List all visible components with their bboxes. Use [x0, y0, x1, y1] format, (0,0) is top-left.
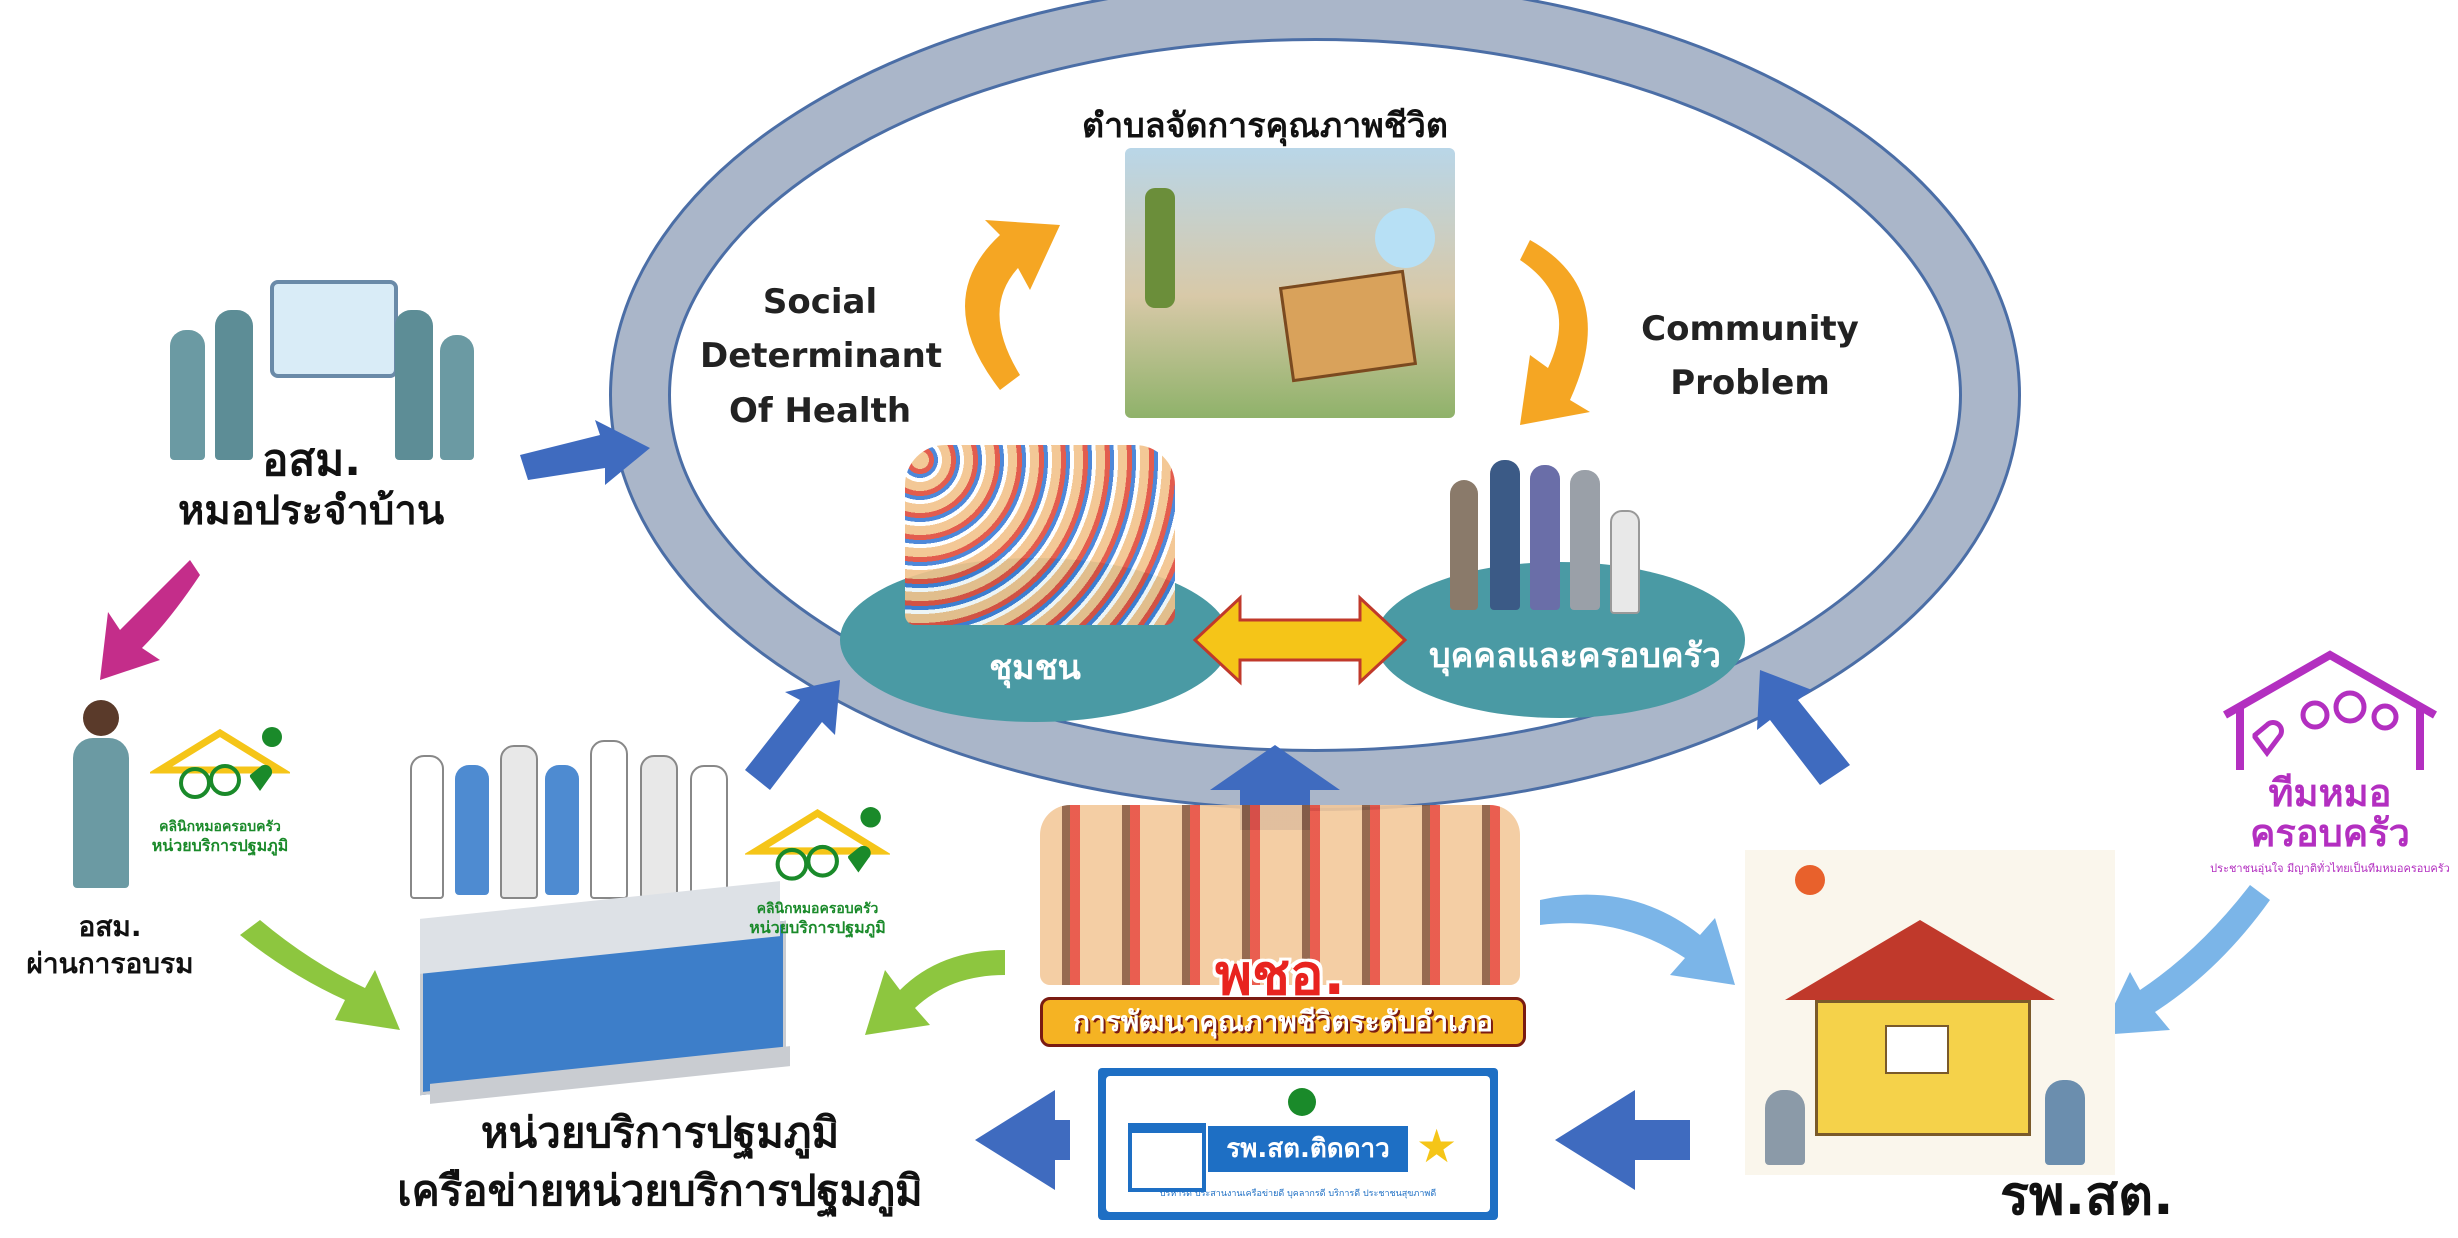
orange-arrow-right [1520, 240, 1590, 425]
trained-osm-line2: ผ่านการอบรม [26, 947, 194, 980]
left-logo-line2: หน่วยบริการปฐมภูมิ [151, 835, 289, 855]
social-determinant-line2: Determinant [700, 336, 943, 377]
hospital-illustration [1745, 850, 2115, 1175]
community-problem-label: Community Problem [1630, 302, 1870, 411]
pcu-staff-illustration [400, 735, 740, 905]
medical-team-illustration [160, 270, 480, 470]
team-house-icon [2223, 650, 2437, 770]
clinic-house-icon [147, 727, 293, 799]
star-clinic-sign: รพ.สต.ติดดาว ★ บริหารดี ประสานงานเครือข่… [1098, 1068, 1498, 1220]
team-line1: ทีมหมอ [2268, 771, 2392, 815]
arrow-dhb-to-hospital [1540, 894, 1735, 985]
social-determinant-line1: Social [762, 282, 878, 322]
pcu-label-line1: หน่วยบริการปฐมภูมิ [480, 1108, 840, 1157]
hospital-sign [1885, 1025, 1949, 1074]
pcu-logo-line2: หน่วยบริการปฐมภูมิ [749, 917, 886, 937]
pcu-building-illustration [420, 881, 790, 1104]
star-sign-title: รพ.สต.ติดดาว [1208, 1126, 1408, 1172]
pcu-logo-line1: คลินิกหมอครอบครัว [756, 901, 879, 917]
arrow-pcu-to-ring [745, 680, 840, 790]
pcu-label-line2: เครือข่ายหน่วยบริการปฐมภูมิ [397, 1166, 923, 1215]
arrow-osm-to-ring [520, 420, 650, 485]
dhb-subtitle: การพัฒนาคุณภาพชีวิตระดับอำเภอ [1040, 997, 1526, 1047]
ministry-emblem-icon [1288, 1088, 1316, 1116]
arrow-trained-to-pcu [240, 920, 400, 1030]
dhb-crowd [1040, 805, 1520, 985]
social-determinant-line3: Of Health [728, 390, 912, 431]
osm-subtitle: หมอประจำบ้าน [178, 488, 445, 534]
family-illustration [1440, 450, 1650, 620]
center-title: ตำบลจัดการคุณภาพชีวิต [1082, 106, 1448, 146]
clinic-house-icon-2 [743, 807, 892, 881]
team-tagline: ประชาชนอุ่นใจ มีญาติทั่วไทยเป็นทีมหมอครอ… [2210, 862, 2450, 875]
star-sign-small: บริหารดี ประสานงานเครือข่ายดี บุคลากรดี … [1159, 1189, 1437, 1199]
dhb-banner: พชอ. การพัฒนาคุณภาพชีวิตระดับอำเภอ [1040, 805, 1526, 1047]
osm-title: อสม. [262, 435, 361, 486]
community-problem-line2: Problem [1670, 363, 1830, 404]
monitor-icon [270, 280, 398, 378]
sun-icon [1795, 865, 1825, 895]
chevron-left [975, 1090, 1070, 1190]
social-determinant-label: Social Determinant Of Health [700, 275, 943, 438]
hospital-label: รพ.สต. [2000, 1164, 2174, 1227]
arrow-osm-to-trained [100, 560, 200, 680]
crowd-illustration [905, 445, 1175, 625]
chevron-right [1555, 1090, 1690, 1190]
double-arrow [1192, 594, 1408, 686]
orange-arrow-left [965, 220, 1060, 390]
clinic-building-icon [1128, 1123, 1206, 1192]
family-label: บุคคลและครอบครัว [1428, 636, 1722, 676]
house-icon [1278, 269, 1418, 383]
roof-shape [1785, 920, 2055, 1000]
cloud-character-icon [1375, 208, 1435, 268]
arrow-dhb-to-pcu [865, 950, 1005, 1035]
trained-osm-illustration [55, 700, 145, 895]
trained-osm-line1: อสม. [78, 910, 142, 943]
star-icon: ★ [1416, 1119, 1458, 1173]
left-logo-line1: คลินิกหมอครอบครัว [159, 819, 281, 835]
palm-tree-icon [1145, 188, 1175, 308]
family-clinic-logo-pcu: คลินิกหมอครอบครัว หน่วยบริการปฐมภูมิ [743, 805, 892, 940]
team-line2: ครอบครัว [2250, 811, 2410, 855]
community-problem-line1: Community [1641, 309, 1859, 349]
family-doctor-team-logo: ทีมหมอ ครอบครัว ประชาชนอุ่นใจ มีญาติทั่ว… [2210, 645, 2450, 880]
arrow-team-to-hospital [2100, 885, 2270, 1035]
community-label: ชุมชน [989, 648, 1081, 688]
arrow-hospital-to-ring [1757, 670, 1850, 785]
village-illustration [1125, 148, 1455, 418]
family-clinic-logo-left: คลินิกหมอครอบครัว หน่วยบริการปฐมภูมิ [147, 725, 293, 855]
